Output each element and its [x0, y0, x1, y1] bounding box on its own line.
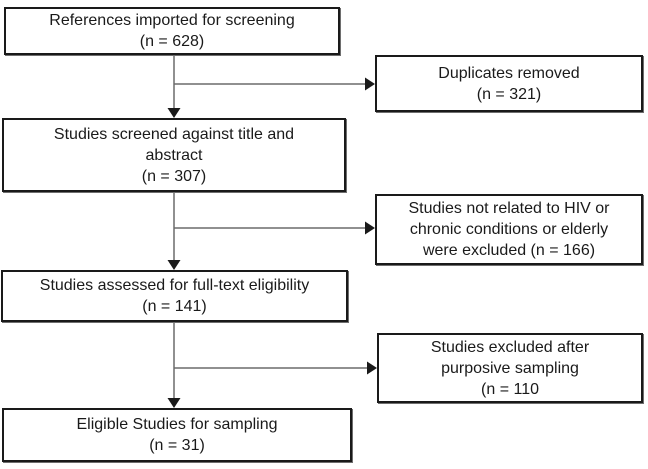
box-line: (n = 31): [149, 437, 205, 454]
box-line: Studies excluded after: [430, 338, 590, 356]
box-line: Eligible Studies for sampling: [76, 416, 278, 433]
box-line: Studies not related to HIV or: [408, 200, 610, 217]
box-line: References imported for screening: [49, 12, 295, 29]
box-excluded-purposive: Studies excluded after purposive samplin…: [377, 333, 643, 403]
box-line: (n = 110: [481, 380, 539, 398]
connector-branch-purposive: [174, 361, 377, 375]
box-line: Studies assessed for full-text eligibili…: [39, 277, 310, 294]
box-assessed-fulltext: Studies assessed for full-text eligibili…: [1, 270, 348, 322]
connector-imported-to-screened: [167, 55, 181, 118]
connector-assessed-to-eligible: [167, 322, 181, 408]
connector-branch-duplicates: [174, 77, 375, 91]
box-line: chronic conditions or elderly: [409, 221, 609, 238]
box-line: purposive sampling: [441, 359, 579, 377]
box-line: abstract: [145, 146, 203, 164]
box-line: (n = 307): [141, 167, 207, 185]
box-duplicates-removed: Duplicates removed (n = 321): [375, 55, 643, 112]
connector-screened-to-assessed: [167, 192, 181, 270]
box-screened-title-abstract: Studies screened against title and abstr…: [2, 118, 346, 192]
box-line: Studies screened against title and: [53, 125, 295, 143]
box-line: Duplicates removed: [438, 64, 580, 82]
box-line: (n = 141): [142, 298, 207, 315]
connector-branch-not-related: [174, 221, 375, 235]
box-line: (n = 628): [139, 33, 205, 50]
box-eligible-sampling: Eligible Studies for sampling (n = 31): [2, 408, 352, 462]
box-not-related-excluded: Studies not related to HIV or chronic co…: [375, 194, 643, 265]
box-line: (n = 321): [476, 85, 542, 103]
box-line: were excluded (n = 166): [422, 242, 596, 259]
box-references-imported: References imported for screening (n = 6…: [4, 7, 340, 55]
